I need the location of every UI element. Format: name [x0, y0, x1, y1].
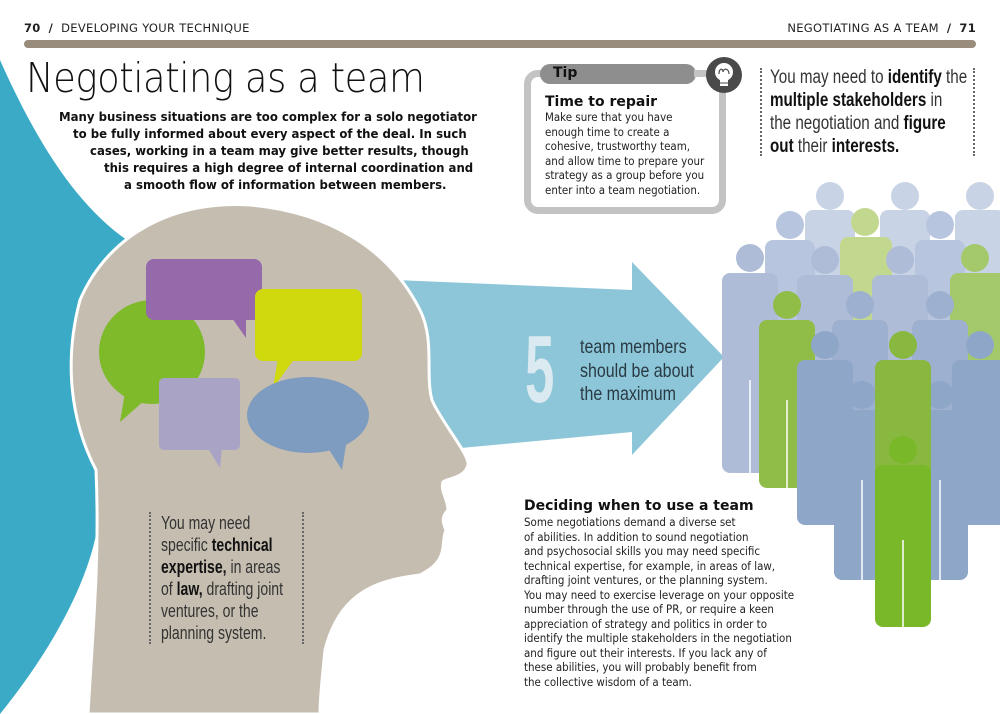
arrow-shape	[395, 262, 724, 455]
body-line: You may need to exercise leverage on you…	[524, 588, 795, 602]
body-line: identify the multiple stakeholders in th…	[524, 632, 792, 645]
stat-caption: team members should be about the maximum	[580, 336, 694, 405]
intro-line: this requires a high degree of internal …	[104, 160, 474, 175]
body-line: and psychosocial skills you may need spe…	[524, 545, 761, 558]
expertise-quote: You may need specific technical expertis…	[161, 513, 284, 643]
tip-line: cohesive, trustworthy team,	[545, 140, 691, 154]
body-line: appreciation of strategy and politics in…	[524, 617, 767, 631]
left-section-title: DEVELOPING YOUR TECHNIQUE	[61, 21, 250, 35]
body-line: Some negotiations demand a diverse set	[524, 516, 736, 529]
tip-line: strategy as a group before you	[545, 169, 705, 183]
header-rule	[24, 40, 976, 48]
intro-line: cases, working in a team may give better…	[90, 143, 469, 158]
body-line: technical expertise, for example, in are…	[524, 559, 776, 573]
tip-line: enter into a team negotiation.	[545, 183, 701, 197]
body-line: number through the use of PR, or require…	[524, 603, 774, 616]
body-line: the collective wisdom of a team.	[524, 675, 692, 689]
tip-body: Make sure that you have enough time to c…	[545, 111, 704, 199]
body-line: drafting joint ventures, or the planning…	[524, 574, 768, 587]
intro-line: a smooth flow of information between mem…	[124, 177, 447, 192]
people-crowd	[722, 182, 1000, 627]
tip-label: Tip	[553, 65, 578, 81]
section-heading: Deciding when to use a team	[524, 498, 754, 514]
page-title: Negotiating as a team	[26, 54, 425, 102]
intro-line: Many business situations are too complex…	[59, 109, 477, 124]
header-separator: /	[946, 21, 952, 35]
tip-label-tab	[540, 64, 696, 84]
expertise-divider-left	[149, 512, 151, 644]
tip-connector	[694, 70, 708, 77]
quote-divider-left	[760, 68, 762, 156]
speech-bubbles	[99, 259, 369, 470]
tip-line: Make sure that you have	[545, 111, 673, 124]
body-line: these abilities, you will probably benef…	[524, 661, 757, 674]
right-page-number: 71	[959, 21, 976, 35]
intro-line: to be fully informed about every aspect …	[73, 126, 467, 141]
body-line: of abilities. In addition to sound negot…	[524, 530, 749, 544]
right-running-header: NEGOTIATING AS A TEAM / 71	[787, 21, 976, 35]
header-separator: /	[48, 21, 54, 35]
tip-line: enough time to create a	[545, 125, 670, 139]
body-line: and figure out their interests. If you l…	[524, 646, 767, 660]
left-running-header: 70 / DEVELOPING YOUR TECHNIQUE	[24, 21, 250, 35]
stakeholder-quote: You may need to identify the multiple st…	[770, 67, 968, 157]
tip-heading: Time to repair	[545, 94, 658, 110]
stat-number: 5	[525, 316, 555, 423]
quote-divider-right	[973, 68, 975, 156]
left-page-number: 70	[24, 21, 41, 35]
section-body: Some negotiations demand a diverse set o…	[524, 516, 794, 690]
lightbulb-icon	[706, 57, 742, 93]
tip-line: and allow time to prepare your	[545, 154, 705, 168]
right-section-title: NEGOTIATING AS A TEAM	[787, 21, 939, 35]
expertise-divider-right	[302, 512, 304, 644]
